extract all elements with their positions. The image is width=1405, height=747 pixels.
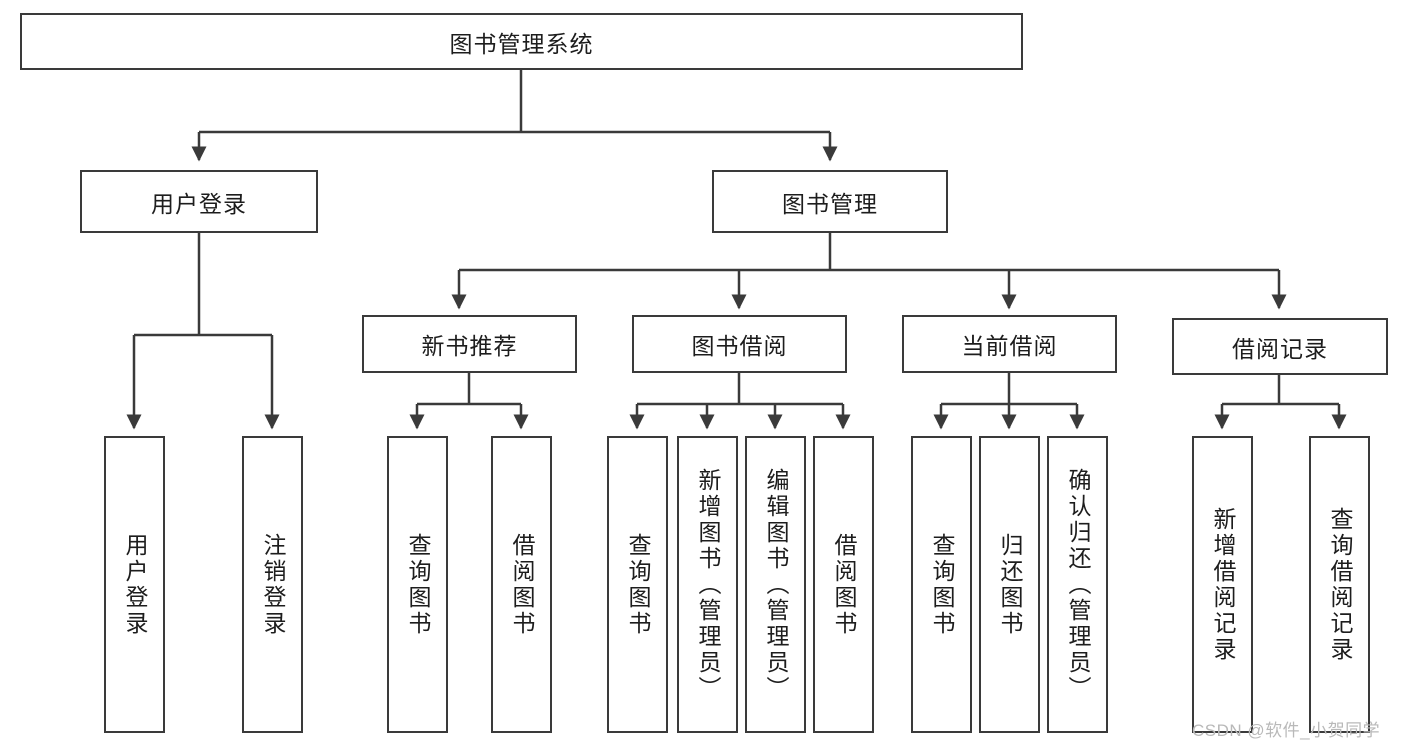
node-borrow-record[interactable]: 借阅记录 <box>1172 318 1388 375</box>
node-new-book-recommend[interactable]: 新书推荐 <box>362 315 577 373</box>
leaf-edit-book-label: 编辑图书（管理员） <box>763 467 789 702</box>
node-book-management[interactable]: 图书管理 <box>712 170 948 233</box>
node-current-borrow[interactable]: 当前借阅 <box>902 315 1117 373</box>
leaf-confirm-return-label: 确认归还（管理员） <box>1065 467 1091 702</box>
node-user-login[interactable]: 用户登录 <box>80 170 318 233</box>
leaf-query-record-label: 查询借阅记录 <box>1327 506 1353 663</box>
node-book-management-label: 图书管理 <box>782 190 878 217</box>
node-book-borrow-label: 图书借阅 <box>691 333 788 359</box>
leaf-borrow-book-2[interactable]: 借阅图书 <box>813 436 874 733</box>
node-new-book-recommend-label: 新书推荐 <box>421 333 518 359</box>
node-user-login-label: 用户登录 <box>151 190 247 217</box>
leaf-query-book-1[interactable]: 查询图书 <box>387 436 448 733</box>
node-root[interactable]: 图书管理系统 <box>20 13 1023 70</box>
leaf-query-book-3-label: 查询图书 <box>929 532 955 637</box>
node-root-label: 图书管理系统 <box>449 30 594 57</box>
leaf-borrow-book-1[interactable]: 借阅图书 <box>491 436 552 733</box>
leaf-query-book-2-label: 查询图书 <box>625 532 651 637</box>
node-current-borrow-label: 当前借阅 <box>961 333 1058 359</box>
leaf-user-login[interactable]: 用户登录 <box>104 436 165 733</box>
leaf-query-book-3[interactable]: 查询图书 <box>911 436 972 733</box>
leaf-return-book-label: 归还图书 <box>997 532 1023 637</box>
leaf-confirm-return[interactable]: 确认归还（管理员） <box>1047 436 1108 733</box>
leaf-user-login-label: 用户登录 <box>122 532 148 637</box>
leaf-user-logout[interactable]: 注销登录 <box>242 436 303 733</box>
leaf-add-record[interactable]: 新增借阅记录 <box>1192 436 1253 733</box>
node-borrow-record-label: 借阅记录 <box>1232 335 1328 362</box>
leaf-borrow-book-2-label: 借阅图书 <box>831 532 857 637</box>
csdn-watermark: CSDN @软件_小贺同学 <box>1192 721 1381 740</box>
leaf-query-record[interactable]: 查询借阅记录 <box>1309 436 1370 733</box>
leaf-add-book-label: 新增图书（管理员） <box>695 467 721 702</box>
leaf-query-book-1-label: 查询图书 <box>405 532 431 637</box>
leaf-add-record-label: 新增借阅记录 <box>1210 506 1236 663</box>
leaf-query-book-2[interactable]: 查询图书 <box>607 436 668 733</box>
leaf-add-book[interactable]: 新增图书（管理员） <box>677 436 738 733</box>
leaf-return-book[interactable]: 归还图书 <box>979 436 1040 733</box>
leaf-edit-book[interactable]: 编辑图书（管理员） <box>745 436 806 733</box>
leaf-borrow-book-1-label: 借阅图书 <box>509 532 535 637</box>
leaf-user-logout-label: 注销登录 <box>260 532 286 637</box>
node-book-borrow[interactable]: 图书借阅 <box>632 315 847 373</box>
